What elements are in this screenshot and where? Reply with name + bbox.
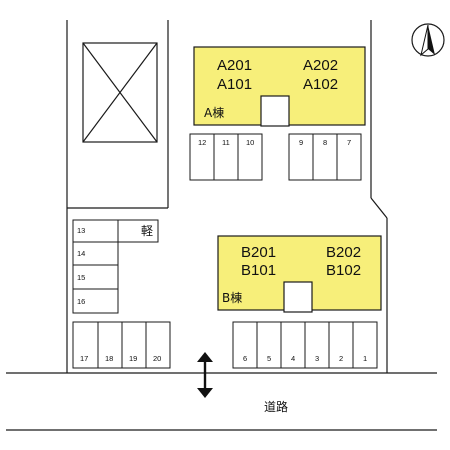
stall-label-1: 1 [363,354,367,363]
stall-label-8: 8 [323,138,327,147]
parking-stall [288,133,314,181]
parking-stall [72,264,119,290]
road: 道路 [6,352,437,431]
vacant-lot-box [82,42,158,143]
parking-stall [256,321,282,369]
stall-label-15: 15 [77,273,85,282]
stall-label-3: 3 [315,354,319,363]
parking-stall-kei [117,219,159,243]
unit-a102: A102 [303,76,338,93]
parking-stall [121,321,147,369]
kei-car-label: 軽 [141,224,153,238]
stall-label-16: 16 [77,297,85,306]
unit-a202: A202 [303,57,338,74]
parking-bottom-left [72,321,171,369]
unit-b102: B102 [326,262,361,279]
stall-label-17: 17 [80,354,88,363]
building-b-label: B棟 [222,290,242,305]
north-arrow-icon [411,23,445,57]
unit-b101: B101 [241,262,276,279]
stall-label-7: 7 [347,138,351,147]
unit-a101: A101 [217,76,252,93]
double-arrow-icon [197,352,213,398]
parking-stall [328,321,354,369]
building-a: A201 A202 A101 A102 A棟 [193,46,366,127]
parking-stall [145,321,171,369]
stall-label-19: 19 [129,354,137,363]
parking-stall [72,321,99,369]
lot-boundary [66,20,388,373]
stall-label-12: 12 [198,138,206,147]
stall-label-2: 2 [339,354,343,363]
unit-b202: B202 [326,244,361,261]
stall-label-18: 18 [105,354,113,363]
parking-stall [352,321,378,369]
stall-label-13: 13 [77,226,85,235]
parking-stall [232,321,258,369]
parking-a-left [189,133,263,181]
stall-label-14: 14 [77,249,85,258]
parking-bottom-right [232,321,378,369]
building-b-entrance [283,281,313,313]
parking-stall [336,133,362,181]
stall-label-4: 4 [291,354,295,363]
parking-left-column [72,219,159,314]
parking-stall [213,133,239,181]
unit-a201: A201 [217,57,252,74]
unit-b201: B201 [241,244,276,261]
building-a-entrance [260,95,290,127]
stall-label-10: 10 [246,138,254,147]
parking-stall [97,321,123,369]
building-a-label: A棟 [204,105,224,120]
stall-label-20: 20 [153,354,161,363]
building-b: B201 B202 B101 B102 B棟 [217,235,382,313]
parking-a-right [288,133,362,181]
stall-label-6: 6 [243,354,247,363]
parking-stall [72,288,119,314]
vacant-lot-cross-2 [82,42,158,143]
east-boundary-slant [370,197,388,219]
stall-label-5: 5 [267,354,271,363]
stall-label-11: 11 [222,138,230,147]
vacant-lot [82,42,158,143]
parking-stall [237,133,263,181]
stall-label-9: 9 [299,138,303,147]
road-label: 道路 [264,399,288,414]
